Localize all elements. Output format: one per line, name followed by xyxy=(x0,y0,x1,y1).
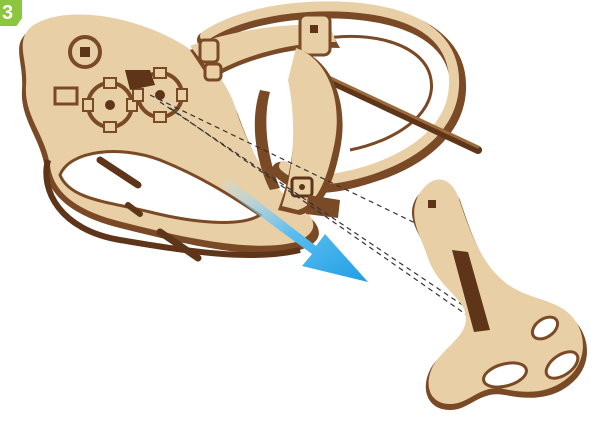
assembly-illustration xyxy=(0,0,591,423)
